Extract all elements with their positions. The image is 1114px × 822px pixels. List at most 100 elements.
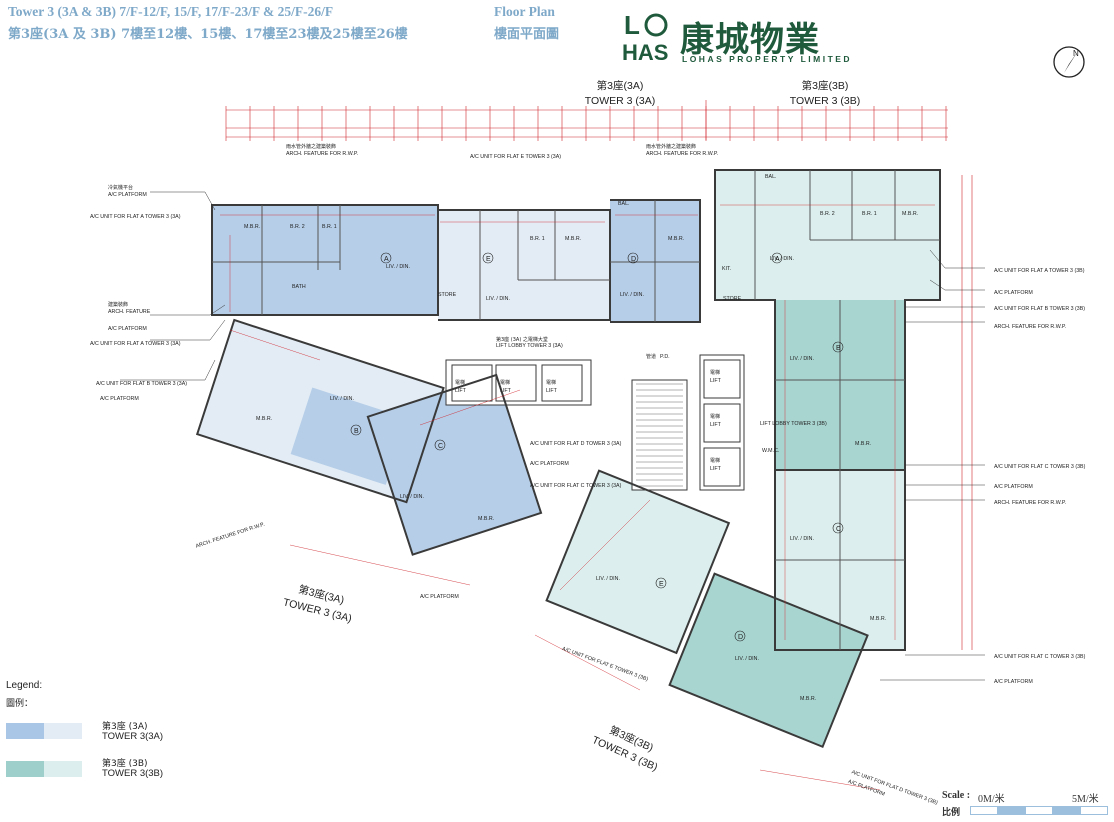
flat-e-3a-marker: E — [482, 252, 494, 264]
svg-text:B: B — [354, 428, 359, 435]
svg-text:D: D — [738, 634, 743, 641]
rwp-note-3: ARCH. FEATURE FOR R.W.P. — [994, 324, 1066, 330]
floor-plan-label-zh: 樓面平面圖 — [494, 27, 560, 42]
lift-3b-2: LIFT — [710, 422, 722, 428]
tower-3a-top-wing — [212, 200, 700, 322]
svg-text:E: E — [486, 256, 491, 263]
svg-text:C: C — [438, 443, 443, 450]
room-mbr-3b-c: M.B.R. — [870, 616, 886, 622]
svg-text:B: B — [836, 345, 841, 352]
lift-lobby-3a: LIFT LOBBY TOWER 3 (3A) — [496, 343, 563, 349]
scale-label-zh: 比例 — [942, 808, 961, 818]
room-mbr-3b-a: M.B.R. — [902, 211, 918, 217]
company-name-en: LOHAS PROPERTY LIMITED — [682, 54, 853, 64]
ac-unit-3b-c-note: A/C UNIT FOR FLAT C TOWER 3 (3B) — [994, 464, 1086, 470]
flat-b-3b-marker: B — [832, 341, 844, 353]
ac-platform-note-2: A/C PLATFORM — [108, 326, 147, 332]
tower-3b-right-wing — [715, 170, 940, 650]
room-liv-din-3b-b: LIV. / DIN. — [790, 356, 814, 362]
lohas-mark-icon: L HAS — [622, 10, 668, 65]
scale-bar — [970, 806, 1108, 815]
company-name-zh: 康城物業 — [680, 20, 820, 60]
lift-3b-3: LIFT — [710, 466, 722, 472]
room-bal-3a-d: BAL. — [618, 201, 629, 207]
room-br2-3a-a: B.R. 2 — [290, 224, 305, 230]
pipe-duct: P.D. — [660, 354, 670, 360]
ac-platform-note-5: A/C PLATFORM — [994, 484, 1033, 490]
lift-3a-3: LIFT — [546, 388, 558, 394]
flat-d-3a-marker: D — [627, 252, 639, 264]
lift-3a-1: LIFT — [455, 388, 467, 394]
rwp-note-zh-2: 雨水管外牆之建築裝飾 — [646, 143, 696, 150]
ac-platform-note-8: A/C PLATFORM — [420, 594, 459, 600]
room-store-3a-e: STORE — [438, 292, 457, 298]
legend-3b-en: TOWER 3(3B) — [102, 768, 164, 779]
svg-text:A: A — [775, 256, 780, 263]
room-bal-3b-a: BAL. — [765, 174, 776, 180]
flat-e-3b-marker: E — [655, 577, 667, 589]
room-mbr-3a-b: M.B.R. — [256, 416, 272, 422]
lift-lobby-3a-zh: 第3座 (3A) 之電梯大堂 — [496, 336, 548, 343]
room-liv-din-3a-a: LIV. / DIN. — [386, 264, 410, 270]
rwp-note: ARCH. FEATURE FOR R.W.P. — [286, 151, 358, 157]
inner-dimension-lines — [220, 204, 935, 791]
scale-label-en: Scale : — [942, 790, 971, 801]
north-label: N — [1073, 49, 1079, 58]
legend-3b-zh: 第3座 (3B) — [102, 759, 148, 769]
central-core — [445, 354, 745, 491]
floor-title-zh: 第3座(3A 及 3B) 7樓至12樓、15樓、17樓至23樓及25樓至26樓 — [8, 27, 408, 42]
flat-c-3a-marker: C — [434, 439, 446, 451]
rwp-note-2: ARCH. FEATURE FOR R.W.P. — [646, 151, 718, 157]
ac-platform-note-4: A/C PLATFORM — [994, 290, 1033, 296]
water-meter-cabinet: W.M.C. — [762, 448, 779, 454]
room-liv-din-3a-b: LIV. / DIN. — [330, 396, 354, 402]
tower-3b-top-label-en: TOWER 3 (3B) — [790, 95, 860, 107]
room-store-3b-a: STORE — [723, 296, 742, 302]
flat-markers: A E D B C A B C E D — [350, 252, 844, 642]
tower-3b-top-label-zh: 第3座(3B) — [802, 79, 849, 92]
legend-swatch-3a — [6, 723, 82, 739]
legend-title-en: Legend: — [6, 680, 43, 691]
legend-3a-en: TOWER 3(3A) — [102, 731, 164, 742]
room-br1-3b-a: B.R. 1 — [862, 211, 877, 217]
tower-3a-top-label-zh: 第3座(3A) — [597, 79, 644, 92]
room-liv-din-3a-d: LIV. / DIN. — [620, 292, 644, 298]
wing-3a-fill — [212, 205, 438, 315]
lift-3b-2-zh: 電梯 — [710, 413, 720, 420]
floor-plan-label-en: Floor Plan — [494, 4, 555, 19]
ac-unit-3b-c-note-2: A/C UNIT FOR FLAT C TOWER 3 (3B) — [994, 654, 1086, 660]
lift-3a-2: LIFT — [500, 388, 512, 394]
svg-text:A: A — [384, 256, 389, 263]
top-dimension-lines — [225, 100, 948, 141]
scale-max: 5M/米 — [1072, 794, 1099, 805]
lift-3a-2-zh: 電梯 — [500, 379, 510, 386]
room-bath-3a-a: BATH — [292, 284, 306, 290]
ac-platform-note-3: A/C PLATFORM — [100, 396, 139, 402]
ac-unit-3a-a-note-2: A/C UNIT FOR FLAT A TOWER 3 (3A) — [90, 341, 181, 347]
svg-text:E: E — [659, 581, 664, 588]
room-mbr-3b-b: M.B.R. — [855, 441, 871, 447]
right-dimension-lines — [961, 175, 973, 650]
ac-platform-note: A/C PLATFORM — [108, 192, 147, 198]
room-mbr-3a-a: M.B.R. — [244, 224, 260, 230]
rwp-note-5: ARCH. FEATURE FOR R.W.P. — [195, 522, 266, 550]
floor-title-en: Tower 3 (3A & 3B) 7/F-12/F, 15/F, 17/F-2… — [8, 4, 334, 19]
ac-unit-3b-a-note: A/C UNIT FOR FLAT A TOWER 3 (3B) — [994, 268, 1085, 274]
rwp-note-4: ARCH. FEATURE FOR R.W.P. — [994, 500, 1066, 506]
lohas-logo: L HAS 康城物業 LOHAS PROPERTY LIMITED — [622, 8, 872, 68]
lift-3a-3-zh: 電梯 — [546, 379, 556, 386]
rwp-note-zh: 雨水管外牆之建築裝飾 — [286, 143, 336, 150]
room-mbr-3a-d: M.B.R. — [668, 236, 684, 242]
room-br2-3b-a: B.R. 2 — [820, 211, 835, 217]
flat-d-3b-marker: D — [734, 630, 746, 642]
ac-unit-3a-c-note: A/C UNIT FOR FLAT C TOWER 3 (3A) — [530, 483, 622, 489]
north-arrow-icon: N — [1053, 46, 1085, 78]
room-liv-din-3a-e: LIV. / DIN. — [486, 296, 510, 302]
tower-3a-top-label-en: TOWER 3 (3A) — [585, 95, 655, 107]
lift-3b-3-zh: 電梯 — [710, 457, 720, 464]
ac-unit-3a-d-note: A/C UNIT FOR FLAT D TOWER 3 (3A) — [530, 441, 622, 447]
flat-a-3b-marker: A — [771, 252, 783, 264]
ac-unit-3b-b-note: A/C UNIT FOR FLAT B TOWER 3 (3B) — [994, 306, 1085, 312]
lift-3b-1-zh: 電梯 — [710, 369, 720, 376]
